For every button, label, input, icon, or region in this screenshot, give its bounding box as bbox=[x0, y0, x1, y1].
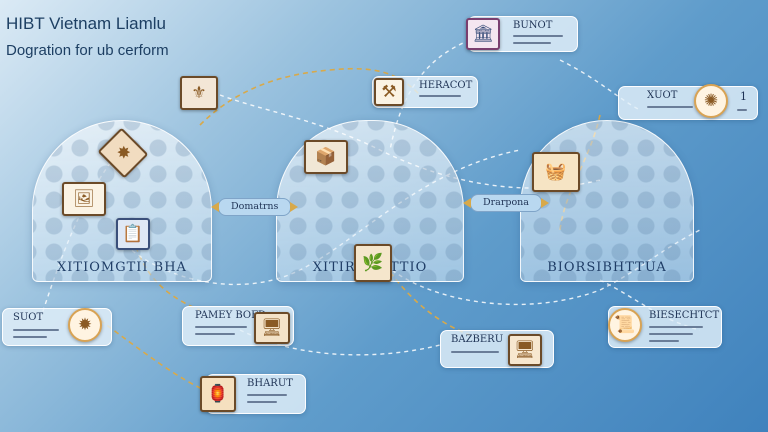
callout-xuot[interactable]: XUOT 1 bbox=[618, 86, 758, 120]
document-icon[interactable]: 📜 bbox=[608, 308, 642, 342]
callout-text-line bbox=[419, 95, 461, 97]
callout-title: HERACOT bbox=[419, 80, 473, 91]
callout-title: PAMEY BOFD bbox=[195, 310, 267, 321]
clipboard-icon[interactable]: 📋 bbox=[116, 218, 150, 250]
callout-text-line bbox=[649, 333, 693, 335]
connector-label-left: Domatrns bbox=[211, 198, 299, 216]
callout-text-line bbox=[247, 394, 287, 396]
building-icon[interactable]: 🏛 bbox=[466, 18, 500, 50]
dome-pattern bbox=[521, 121, 693, 281]
painting-icon[interactable]: 🖼 bbox=[62, 182, 106, 216]
boxes-icon[interactable]: 🧺 bbox=[532, 152, 580, 192]
callout-title: BIESECHTCT bbox=[649, 310, 720, 321]
monitor-icon[interactable]: 🖥 bbox=[508, 334, 542, 366]
monitor-icon[interactable]: 🖥 bbox=[254, 312, 290, 344]
connector-label-right: Drarpona bbox=[463, 194, 549, 212]
callout-title: BUNOT bbox=[513, 20, 553, 31]
xuot-badge-number: 1 bbox=[740, 90, 747, 103]
connector-label-text: Drarpona bbox=[483, 197, 529, 208]
callout-text-line bbox=[13, 336, 47, 338]
callout-text-line bbox=[195, 326, 247, 328]
callout-text-line bbox=[513, 35, 563, 37]
page-title: HIBT Vietnam Liamlu bbox=[6, 14, 166, 33]
callout-title: BAZBERU bbox=[451, 334, 504, 345]
callout-text-line bbox=[647, 106, 693, 108]
callout-text-line bbox=[513, 42, 551, 44]
callout-text-line bbox=[649, 326, 703, 328]
callout-text-line bbox=[737, 109, 747, 111]
tool-icon[interactable]: ⚒ bbox=[374, 78, 404, 106]
callout-title: BHARUT bbox=[247, 378, 293, 389]
dome-label: BIORSIBHTTUA bbox=[547, 260, 667, 275]
callout-text-line bbox=[649, 340, 679, 342]
dome-right: BIORSIBHTTUA bbox=[520, 120, 694, 282]
page-subtitle: Dogration for ub cerform bbox=[6, 42, 169, 59]
ornament-icon[interactable]: ✺ bbox=[694, 84, 728, 118]
arrow-left-icon bbox=[211, 202, 219, 212]
callout-text-line bbox=[247, 401, 277, 403]
callout-text-line bbox=[195, 333, 235, 335]
ornament-icon[interactable]: ⚜ bbox=[180, 76, 218, 110]
boxes-icon[interactable]: 📦 bbox=[304, 140, 348, 174]
callout-title: SUOT bbox=[13, 312, 44, 323]
arrow-left-icon bbox=[463, 198, 471, 208]
dome-left: XITIOMGTII BHA bbox=[32, 120, 212, 282]
dome-label: XITIOMGTII BHA bbox=[57, 260, 187, 275]
building-icon[interactable]: 🏮 bbox=[200, 376, 236, 412]
arrow-right-icon bbox=[290, 202, 299, 212]
callout-title: XUOT bbox=[647, 90, 678, 101]
plant-icon[interactable]: 🌿 bbox=[354, 244, 392, 282]
connector-label-text: Domatrns bbox=[231, 201, 279, 212]
arrow-right-icon bbox=[540, 198, 549, 208]
callout-text-line bbox=[451, 351, 499, 353]
ornament-icon[interactable]: ✹ bbox=[68, 308, 102, 342]
callout-text-line bbox=[13, 329, 59, 331]
